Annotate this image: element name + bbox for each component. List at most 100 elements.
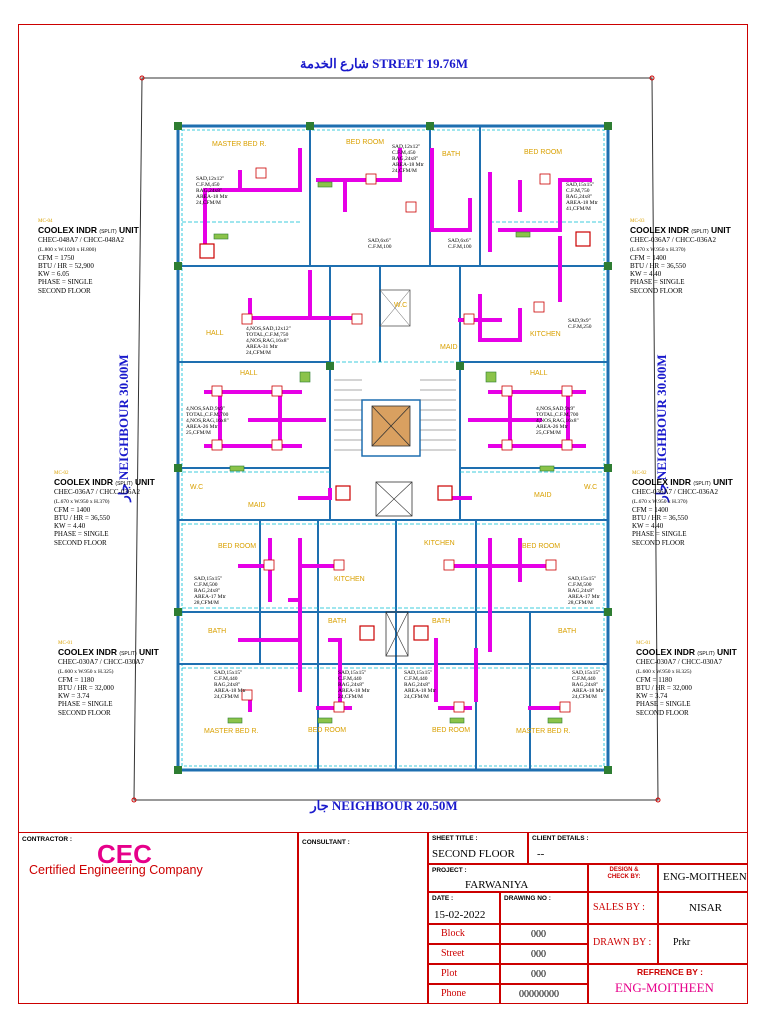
project-label: PROJECT : (432, 867, 467, 874)
date-value: 15-02-2022 (434, 909, 486, 921)
phone-value-cell: 00000000 (500, 984, 588, 1004)
room-label: W.C (584, 484, 598, 491)
diffusers (211, 167, 573, 713)
plot-label: Plot (441, 968, 458, 979)
street-value: 000 (531, 949, 546, 960)
plot-value: 000 (531, 969, 546, 980)
design-check-value: ENG-MOITHEEN (663, 871, 747, 883)
project-value: FARWANIYA (465, 879, 529, 891)
room-label: BED ROOM (218, 543, 257, 550)
room-label: BED ROOM (522, 543, 561, 550)
phone-label-cell: Phone (428, 984, 500, 1004)
title-block: CONTRACTOR : CEC Certified Engineering C… (18, 832, 748, 1004)
room-label: MASTER BED R. (204, 728, 259, 735)
unit-spec-block: MC-03 COOLEX INDR (SPLIT) UNIT CHEC-036A… (630, 219, 731, 295)
block-label-cell: Block (428, 924, 500, 944)
sales-by-label: SALES BY : (593, 902, 645, 913)
duct-note: SAD,6x6" C.F.M,100 (448, 238, 472, 250)
room-label: HALL (206, 330, 224, 337)
client-details-value: -- (537, 848, 545, 860)
unit-spec-block: MC-04 COOLEX INDR (SPLIT) UNIT CHEC-048A… (38, 219, 139, 295)
room-label: HALL (530, 370, 548, 377)
duct-note: SAD,15x15" C.F.M,440 RAG,24x8" AREA-18 M… (572, 670, 604, 700)
room-label: W.C (394, 302, 408, 309)
structural-columns (174, 122, 612, 774)
duct-note: SAD,15x15" C.F.M,500 RAG,24x8" AREA-17 M… (194, 576, 226, 606)
corner-marker (131, 797, 137, 803)
consultant-label: CONSULTANT : (302, 839, 350, 846)
street-field-label: Street (441, 948, 465, 959)
room-label: KITCHEN (334, 576, 365, 583)
contractor-cell: CONTRACTOR : CEC Certified Engineering C… (18, 832, 298, 1004)
design-check-label-cell: DESIGN & CHECK BY: (588, 864, 658, 892)
room-label: MASTER BED R. (212, 141, 267, 148)
duct-note: SAD,6x6" C.F.M,100 (368, 238, 392, 250)
design-check-label: DESIGN & CHECK BY: (607, 867, 641, 880)
duct-note: 4,NOS,SAD,9x9" TOTAL,C.F.M,700 4,NOS,RAG… (536, 406, 579, 436)
room-label: BED ROOM (524, 149, 563, 156)
refrence-label: REFRENCE BY : (637, 967, 703, 977)
refrence-value: ENG-MOITHEEN (615, 980, 714, 995)
design-check-value-cell: ENG-MOITHEEN (658, 864, 748, 892)
unit-spec-block: MC-01 COOLEX INDR (SPLIT) UNIT CHEC-030A… (636, 641, 737, 717)
sales-by-value: NISAR (689, 902, 723, 914)
block-label: Block (441, 928, 465, 939)
corner-marker (655, 797, 661, 803)
room-label: MAID (248, 502, 266, 509)
drawing-no-label: DRAWING NO : (504, 895, 551, 902)
room-label: BATH (432, 618, 451, 625)
building-outline (176, 124, 610, 772)
room-label: BATH (558, 628, 577, 635)
room-label: HALL (240, 370, 258, 377)
drawn-by-value: Prkr (673, 937, 691, 948)
client-details-label: CLIENT DETAILS : (532, 835, 589, 842)
plot-label-cell: Plot (428, 964, 500, 984)
duct-note: SAD,15x15" C.F.M,500 RAG,24x8" AREA-17 M… (568, 576, 600, 606)
sheet-title-value: SECOND FLOOR (432, 848, 515, 860)
street-value-cell: 000 (500, 944, 588, 964)
duct-note: 4,NOS,SAD,12x12" TOTAL,C.F.M,750 4,NOS,R… (246, 326, 291, 356)
client-details-cell: CLIENT DETAILS : -- (528, 832, 748, 864)
room-label: KITCHEN (530, 331, 561, 338)
date-cell: DATE : 15-02-2022 (428, 892, 500, 924)
unit-spec-block: MC-02 COOLEX INDR (SPLIT) UNIT CHEC-036A… (54, 471, 155, 547)
room-label: BATH (442, 151, 461, 158)
street-label-cell: Street (428, 944, 500, 964)
room-label: BED ROOM (432, 727, 471, 734)
sales-by-label-cell: SALES BY : (588, 892, 658, 924)
project-cell: PROJECT : FARWANIYA (428, 864, 588, 892)
neighbour-bottom-label: جار NEIGHBOUR 20.50M (310, 798, 458, 813)
phone-value: 00000000 (519, 989, 559, 1000)
duct-note: SAD,12x12" C.F.M,450 RAG,24x8" AREA-18 M… (392, 144, 424, 174)
room-label: KITCHEN (424, 540, 455, 547)
room-label: BED ROOM (308, 727, 347, 734)
duct-note: SAD,15x15" C.F.M,750 RAG,24x8" AREA-18 M… (566, 182, 598, 212)
drawn-by-label-cell: DRAWN BY : (588, 924, 658, 964)
corner-marker (649, 75, 655, 81)
indoor-units (199, 231, 591, 641)
duct-note: SAD,9x9" C.F.M,250 (568, 318, 592, 330)
company-logo: CEC (97, 839, 152, 869)
room-label: BED ROOM (346, 139, 385, 146)
drawing-no-cell: DRAWING NO : (500, 892, 588, 924)
room-label: MASTER BED R. (516, 728, 571, 735)
drawn-by-value-cell: Prkr (658, 924, 748, 964)
sales-by-value-cell: NISAR (658, 892, 748, 924)
room-label: W.C (190, 484, 204, 491)
block-value: 000 (531, 929, 546, 940)
block-value-cell: 000 (500, 924, 588, 944)
refrence-cell: REFRENCE BY : ENG-MOITHEEN (588, 964, 748, 1004)
street-label: شارع الخدمة STREET 19.76M (300, 56, 468, 71)
floor-plan-drawing (131, 75, 661, 803)
room-label: MAID (534, 492, 552, 499)
room-label: MAID (440, 344, 458, 351)
plot-boundary (133, 77, 659, 801)
duct-note: SAD,15x15" C.F.M,440 RAG,24x8" AREA-18 M… (404, 670, 436, 700)
consultant-cell: CONSULTANT : (298, 832, 428, 1004)
sheet-title-label: SHEET TITLE : (432, 835, 478, 842)
duct-note: 4,NOS,SAD,9x9" TOTAL,C.F.M,700 4,NOS,RAG… (186, 406, 229, 436)
unit-spec-block: MC-01 COOLEX INDR (SPLIT) UNIT CHEC-030A… (58, 641, 159, 717)
corner-marker (139, 75, 145, 81)
duct-note: SAD,15x15" C.F.M,440 RAG,24x8" AREA-18 M… (338, 670, 370, 700)
date-label: DATE : (432, 895, 454, 902)
